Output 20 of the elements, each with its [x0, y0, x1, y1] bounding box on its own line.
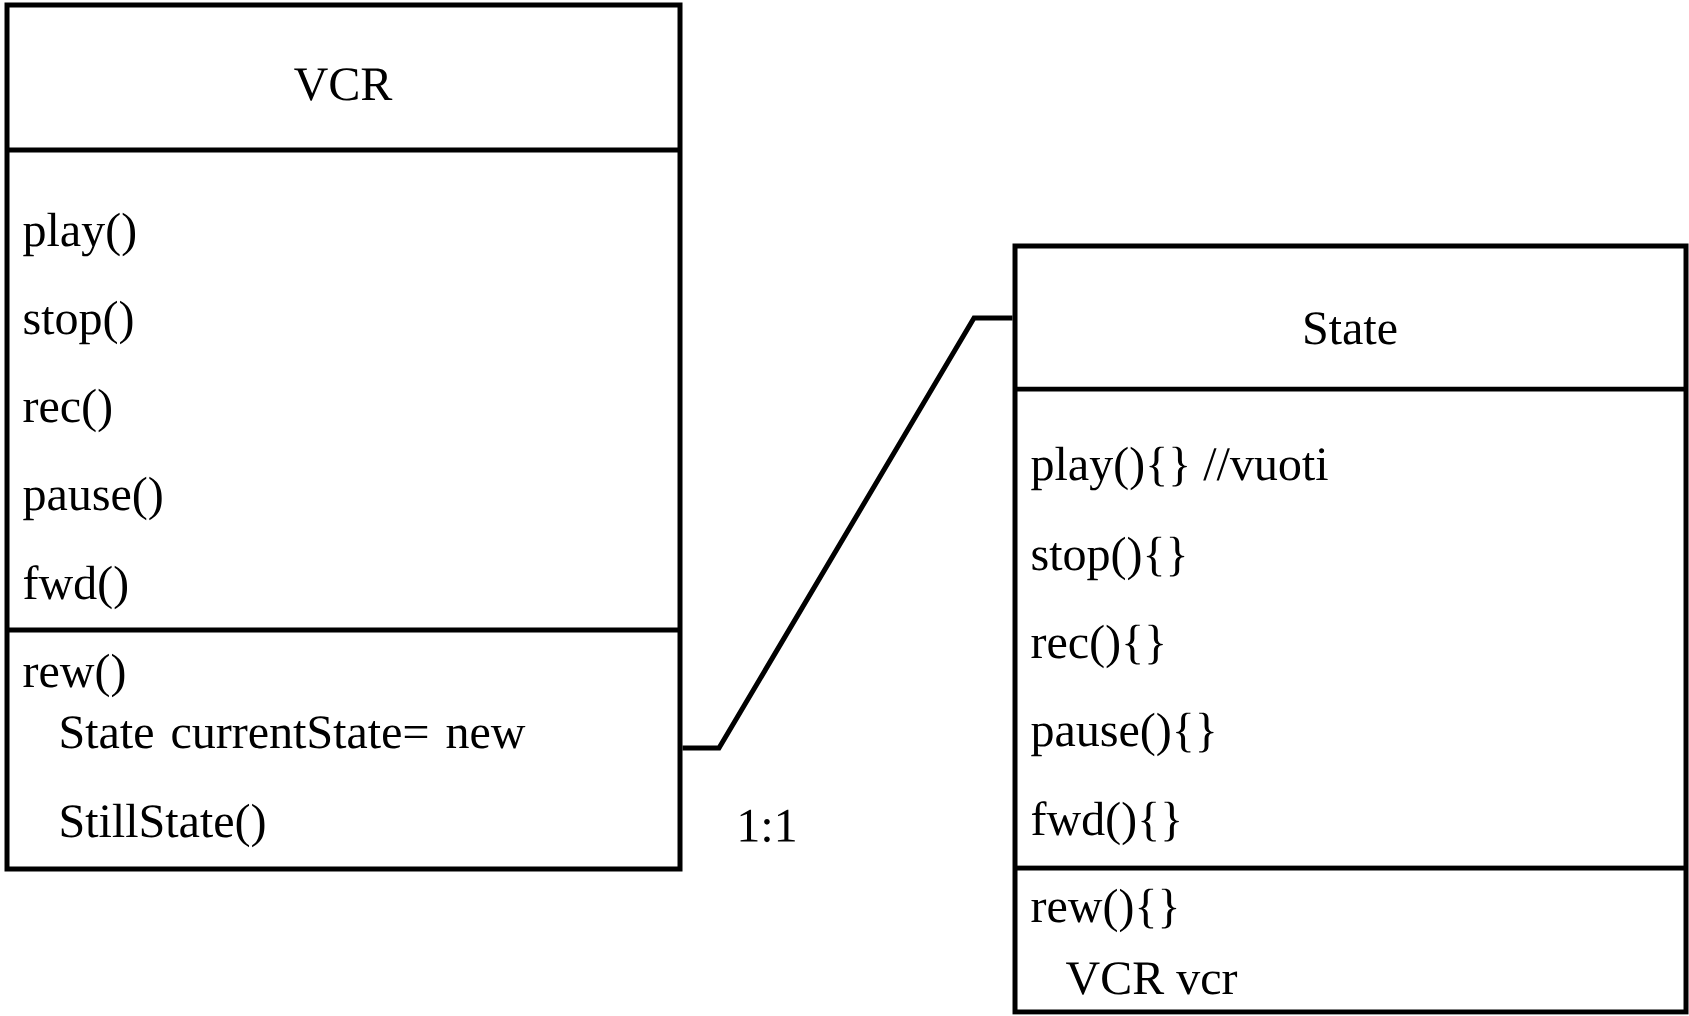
class-name: State [1305, 312, 1397, 345]
member-text: rec(){} [1031, 624, 1163, 669]
member-text: fwd(){} [1032, 801, 1179, 846]
member-text: pause(){} [1031, 712, 1214, 757]
class-box [1012, 243, 1689, 1015]
class-name: VCR [294, 68, 393, 101]
connector-line [682, 315, 1013, 751]
member-text: stop(){} [1032, 536, 1185, 581]
edge-label: 1:1 [734, 807, 800, 845]
class-box [4, 2, 683, 872]
member-text: rec() [23, 388, 111, 433]
member-text: play(){} //vuoti [1031, 446, 1328, 491]
member-text: play() [23, 212, 136, 257]
member-text: pause() [23, 476, 162, 521]
member-text: rew() [23, 653, 125, 698]
member-text: fwd() [24, 565, 127, 610]
attribute-text: State currentState= new StillState() [61, 716, 526, 848]
member-text: rew(){} [1031, 888, 1177, 933]
member-text: VCR vcr [1066, 962, 1238, 995]
member-text: stop() [24, 300, 133, 345]
